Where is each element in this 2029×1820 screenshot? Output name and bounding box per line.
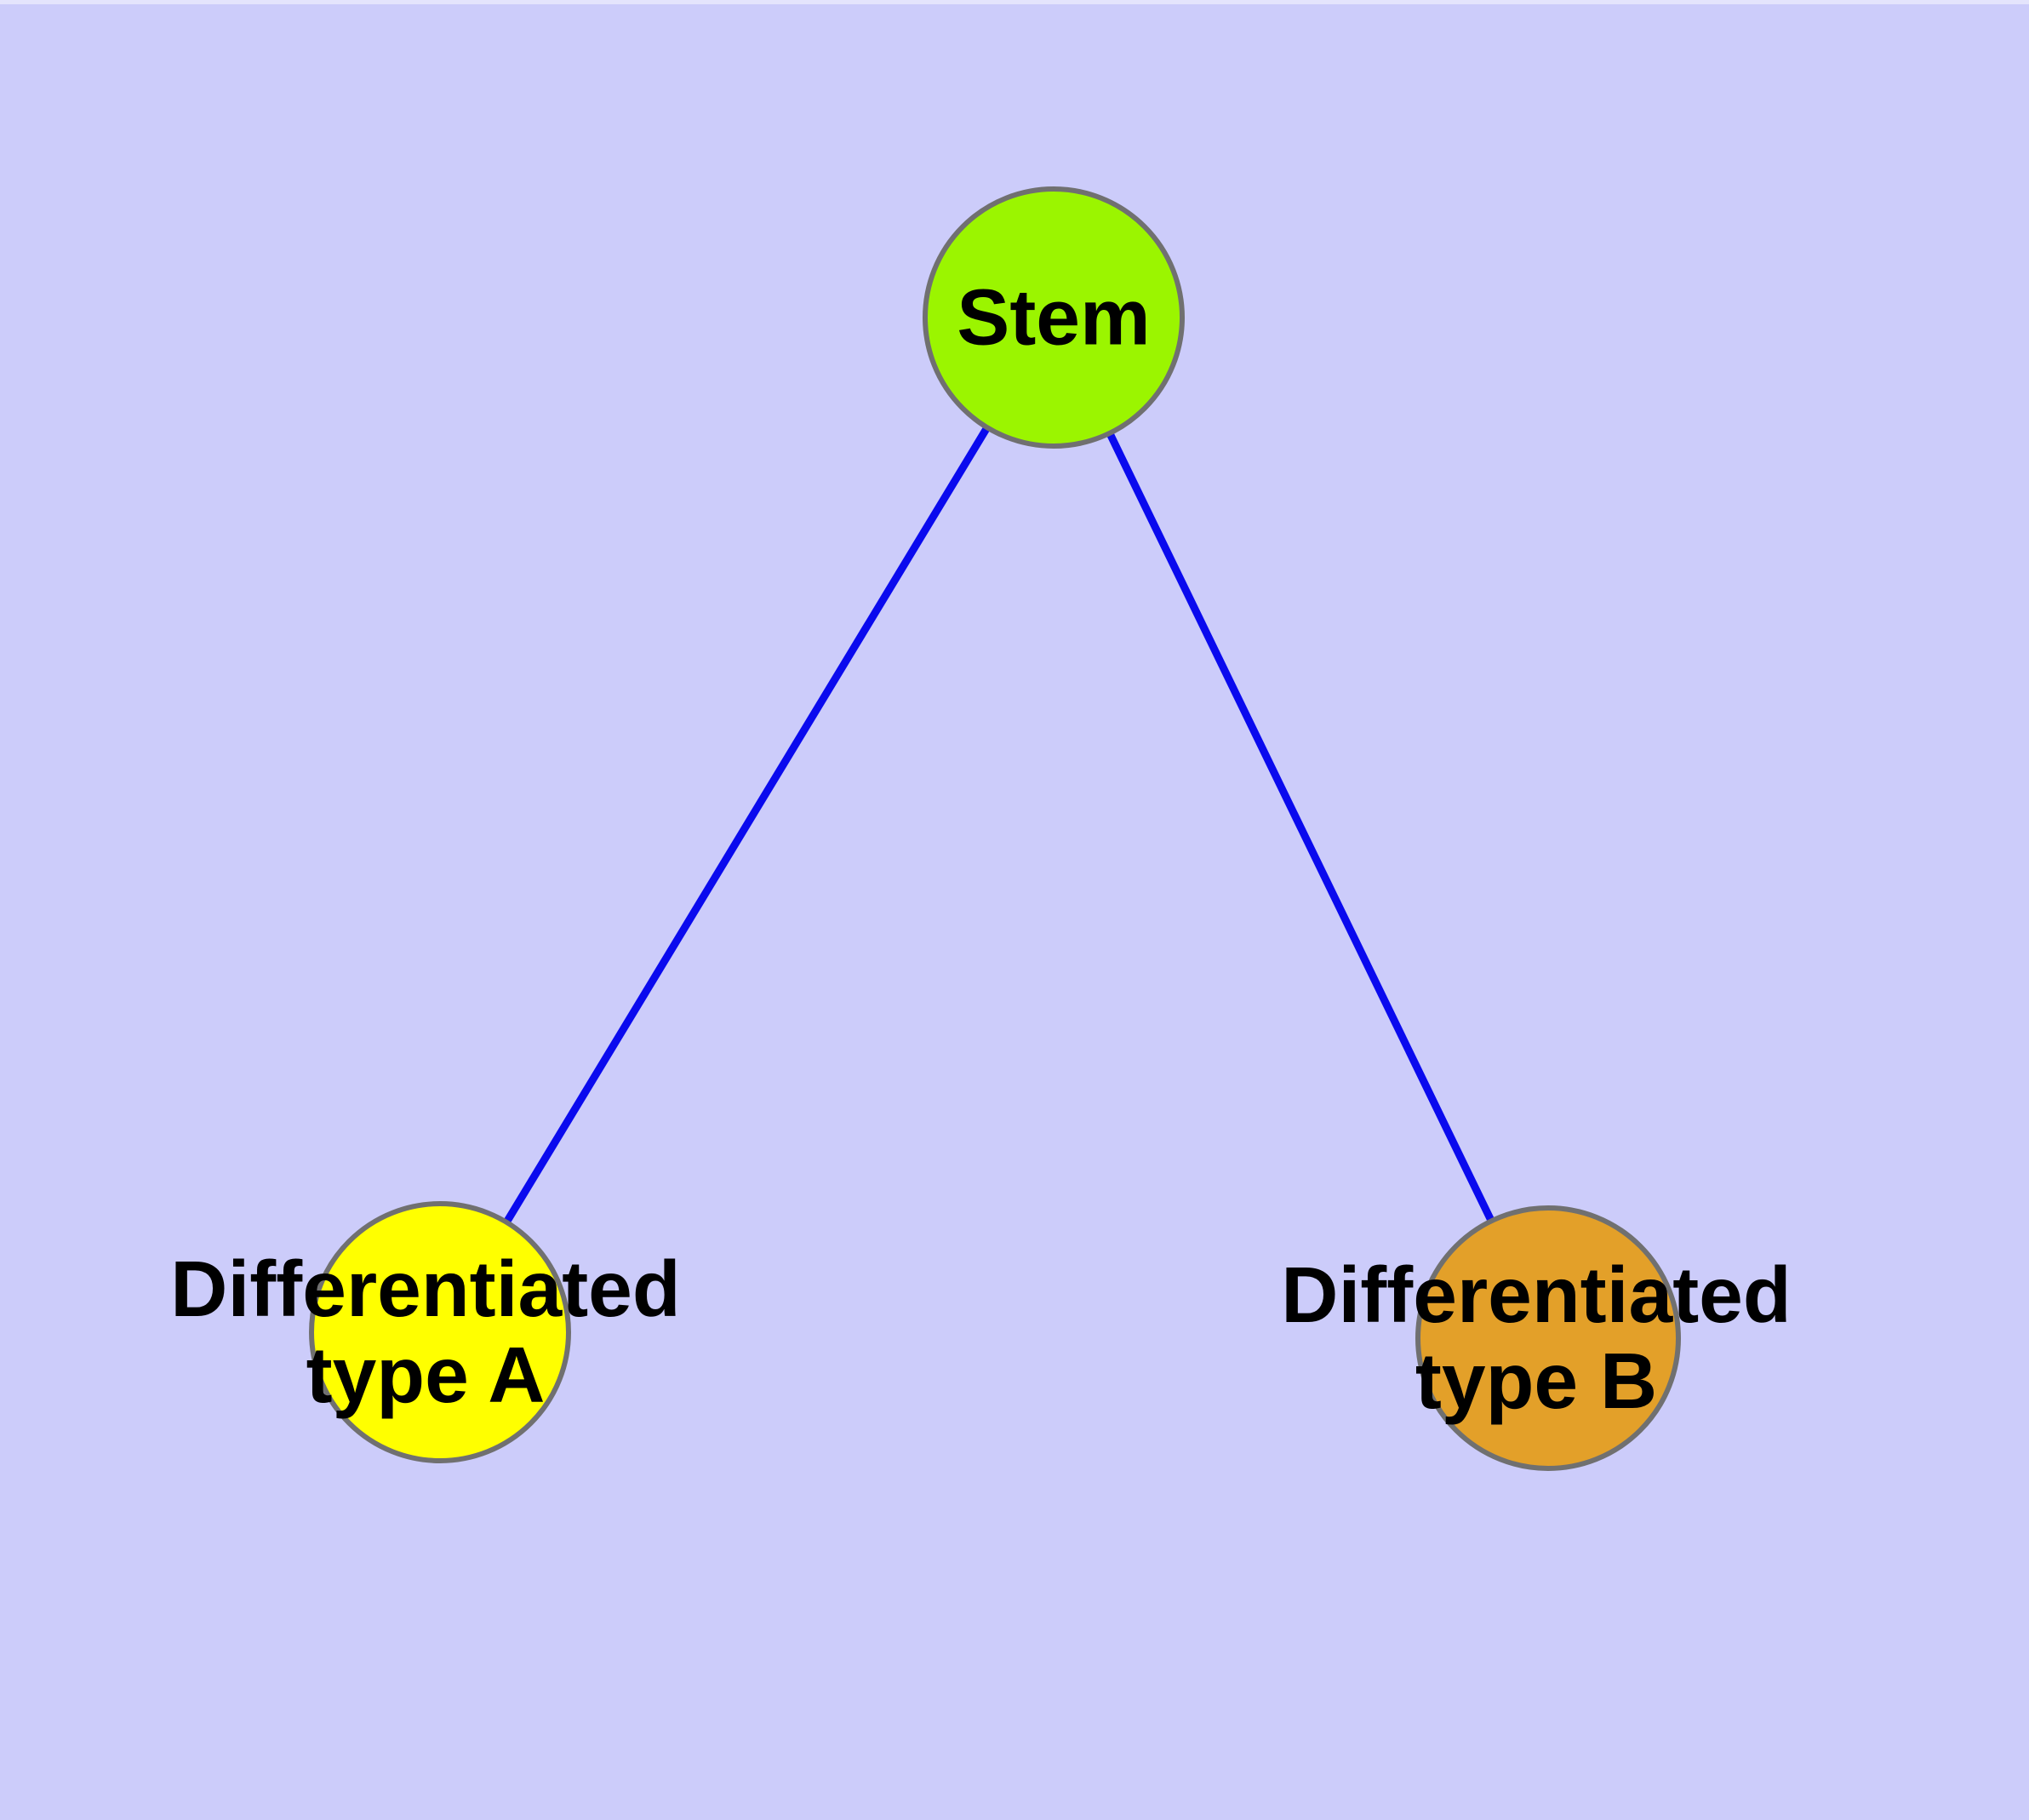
nodes-layer <box>309 186 1681 1471</box>
top-edge-strip <box>0 0 2029 4</box>
graph-node-diff_b[interactable] <box>1415 1205 1681 1471</box>
graph-node-stem[interactable] <box>923 186 1185 449</box>
graph-edge[interactable] <box>1049 316 1552 1340</box>
edges-layer <box>437 315 1552 1340</box>
graph-node-diff_a[interactable] <box>309 1201 571 1463</box>
graph-edge[interactable] <box>437 315 1057 1335</box>
